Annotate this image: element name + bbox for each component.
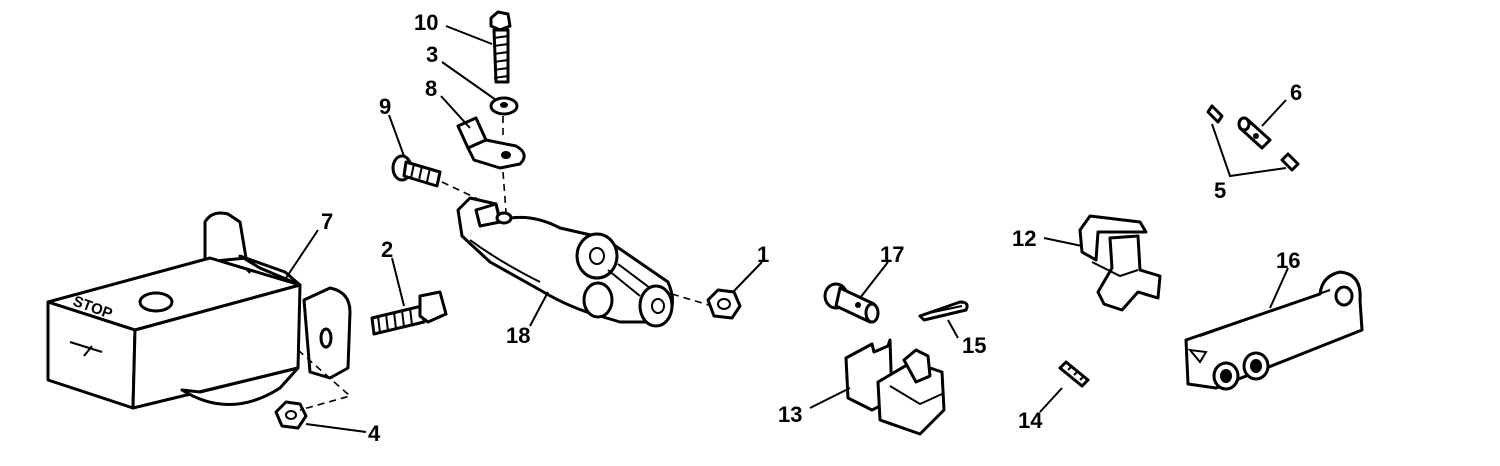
leader-lines	[285, 25, 1289, 433]
assembly-line-bolt	[502, 116, 507, 213]
part-18-bracket	[456, 196, 674, 328]
callout-10: 10	[414, 10, 438, 35]
part-12-clip	[1078, 214, 1162, 312]
callout-labels: 1 2 3 4 5 6 7 8 9 10 12 13 14 15 16 17 1…	[321, 10, 1302, 446]
part-9-screw	[391, 154, 442, 188]
part-10-bolt	[489, 10, 512, 84]
callout-8: 8	[425, 76, 437, 101]
callout-9: 9	[379, 94, 391, 119]
callout-6: 6	[1290, 80, 1302, 105]
callout-18: 18	[506, 323, 530, 348]
part-15-cotter-pin	[918, 300, 969, 322]
callout-7: 7	[321, 209, 333, 234]
part-7-stop-housing: STOP	[46, 211, 352, 410]
callout-17: 17	[880, 242, 904, 267]
callout-3: 3	[426, 42, 438, 67]
part-2-bolt	[370, 290, 448, 336]
callout-14: 14	[1018, 408, 1043, 433]
part-6-coupling	[1237, 116, 1272, 150]
part-16-link	[1184, 270, 1364, 391]
callout-2: 2	[381, 237, 393, 262]
callout-15: 15	[962, 333, 986, 358]
callout-13: 13	[778, 402, 802, 427]
part-1-nut	[706, 288, 742, 320]
callout-12: 12	[1012, 226, 1036, 251]
part-13-clip	[844, 338, 946, 436]
callout-16: 16	[1276, 248, 1300, 273]
callout-1: 1	[757, 242, 769, 267]
part-3-washer	[489, 96, 519, 116]
part-5-set-screws	[1206, 104, 1300, 172]
part-17-pin	[823, 282, 880, 324]
part-8-terminal	[456, 116, 526, 170]
assembly-line-nut-1	[671, 293, 713, 307]
part-14-set-screw	[1058, 360, 1090, 388]
callout-5: 5	[1214, 178, 1226, 203]
assembly-line-screw	[441, 181, 481, 201]
callout-4: 4	[368, 421, 381, 446]
part-4-nut	[274, 400, 308, 430]
